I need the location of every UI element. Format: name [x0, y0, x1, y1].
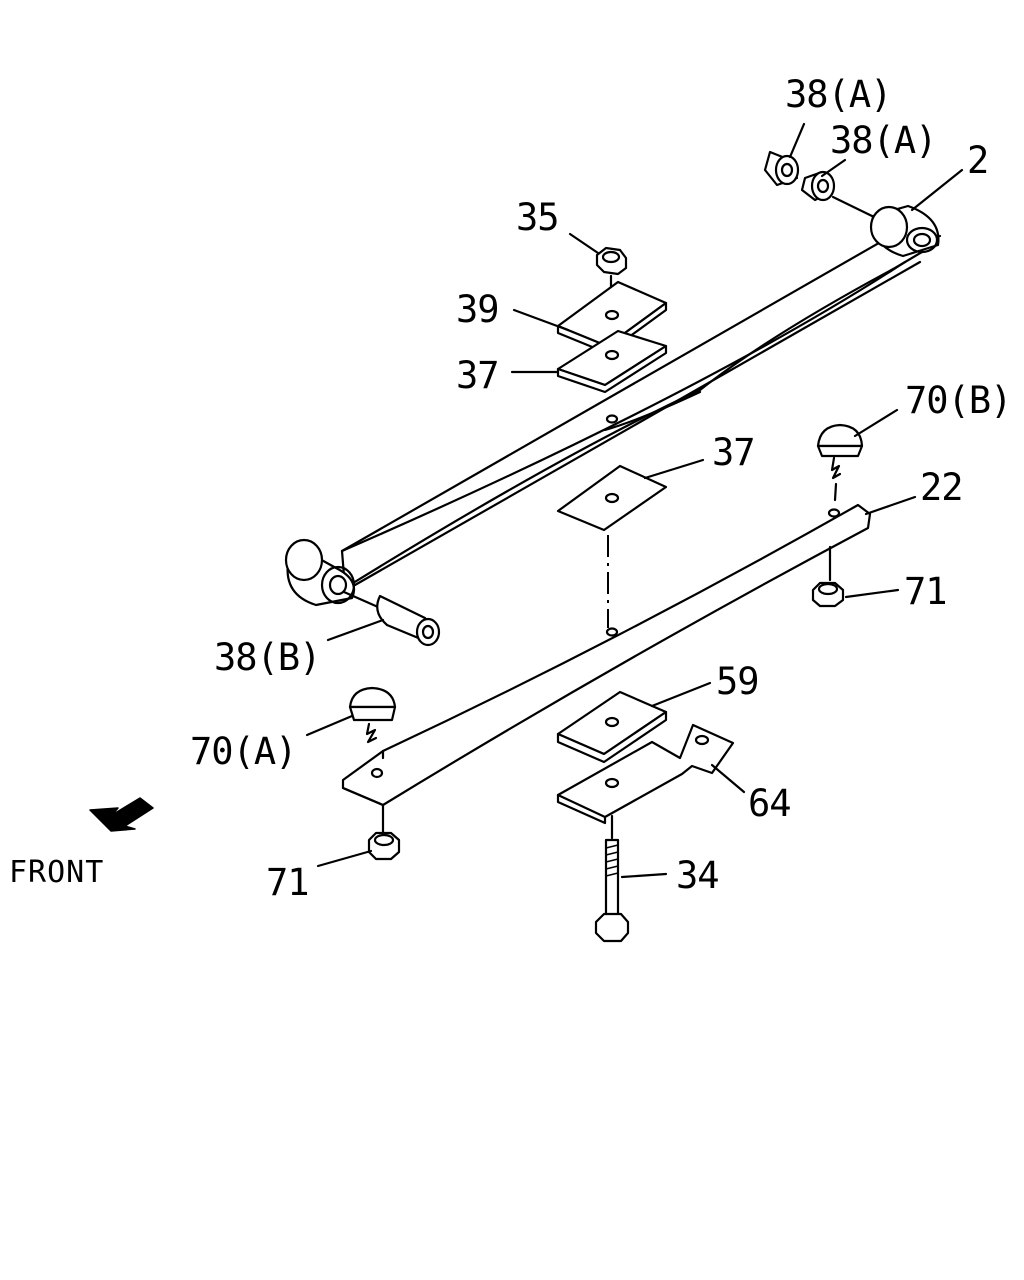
callout-37-middle: 37 — [712, 431, 755, 474]
plate-59 — [556, 690, 668, 764]
callout-39: 39 — [456, 288, 499, 331]
leader-lines — [305, 122, 964, 879]
callout-71-left: 71 — [266, 861, 309, 904]
spring-eye-left — [284, 538, 356, 607]
front-indicator: FRONT — [9, 797, 154, 890]
plate-39 — [556, 280, 668, 355]
plate-37-middle — [556, 464, 668, 628]
nut-71-right — [811, 545, 845, 608]
nut-71-left — [367, 803, 401, 861]
bushing-38a-2 — [800, 170, 836, 202]
callout-38a-1: 38(A) — [785, 73, 891, 116]
clip-bolt-70a — [348, 686, 397, 744]
spring-eye-right — [869, 204, 940, 258]
bracket-64 — [556, 723, 735, 825]
bushing-38a-1 — [763, 150, 800, 187]
helper-leaf-22 — [341, 503, 872, 807]
callout-38b: 38(B) — [214, 636, 320, 679]
bushing-38b — [342, 590, 441, 647]
callout-35: 35 — [516, 196, 559, 239]
callout-70b: 70(B) — [905, 379, 1011, 422]
callout-59: 59 — [716, 660, 759, 703]
main-leaf-spring — [340, 226, 942, 590]
callout-22: 22 — [920, 466, 963, 509]
clip-bolt-70b — [816, 423, 864, 502]
callout-70a: 70(A) — [190, 730, 296, 773]
front-label: FRONT — [9, 855, 104, 890]
plate-37-top — [556, 329, 668, 394]
callout-2: 2 — [967, 139, 988, 182]
front-arrow-icon — [89, 797, 154, 832]
callout-64: 64 — [748, 782, 791, 825]
bolt-34 — [594, 814, 630, 943]
callout-34: 34 — [676, 854, 719, 897]
callout-71-right: 71 — [904, 570, 947, 613]
callout-37-top: 37 — [456, 354, 499, 397]
callout-38a-2: 38(A) — [830, 119, 936, 162]
